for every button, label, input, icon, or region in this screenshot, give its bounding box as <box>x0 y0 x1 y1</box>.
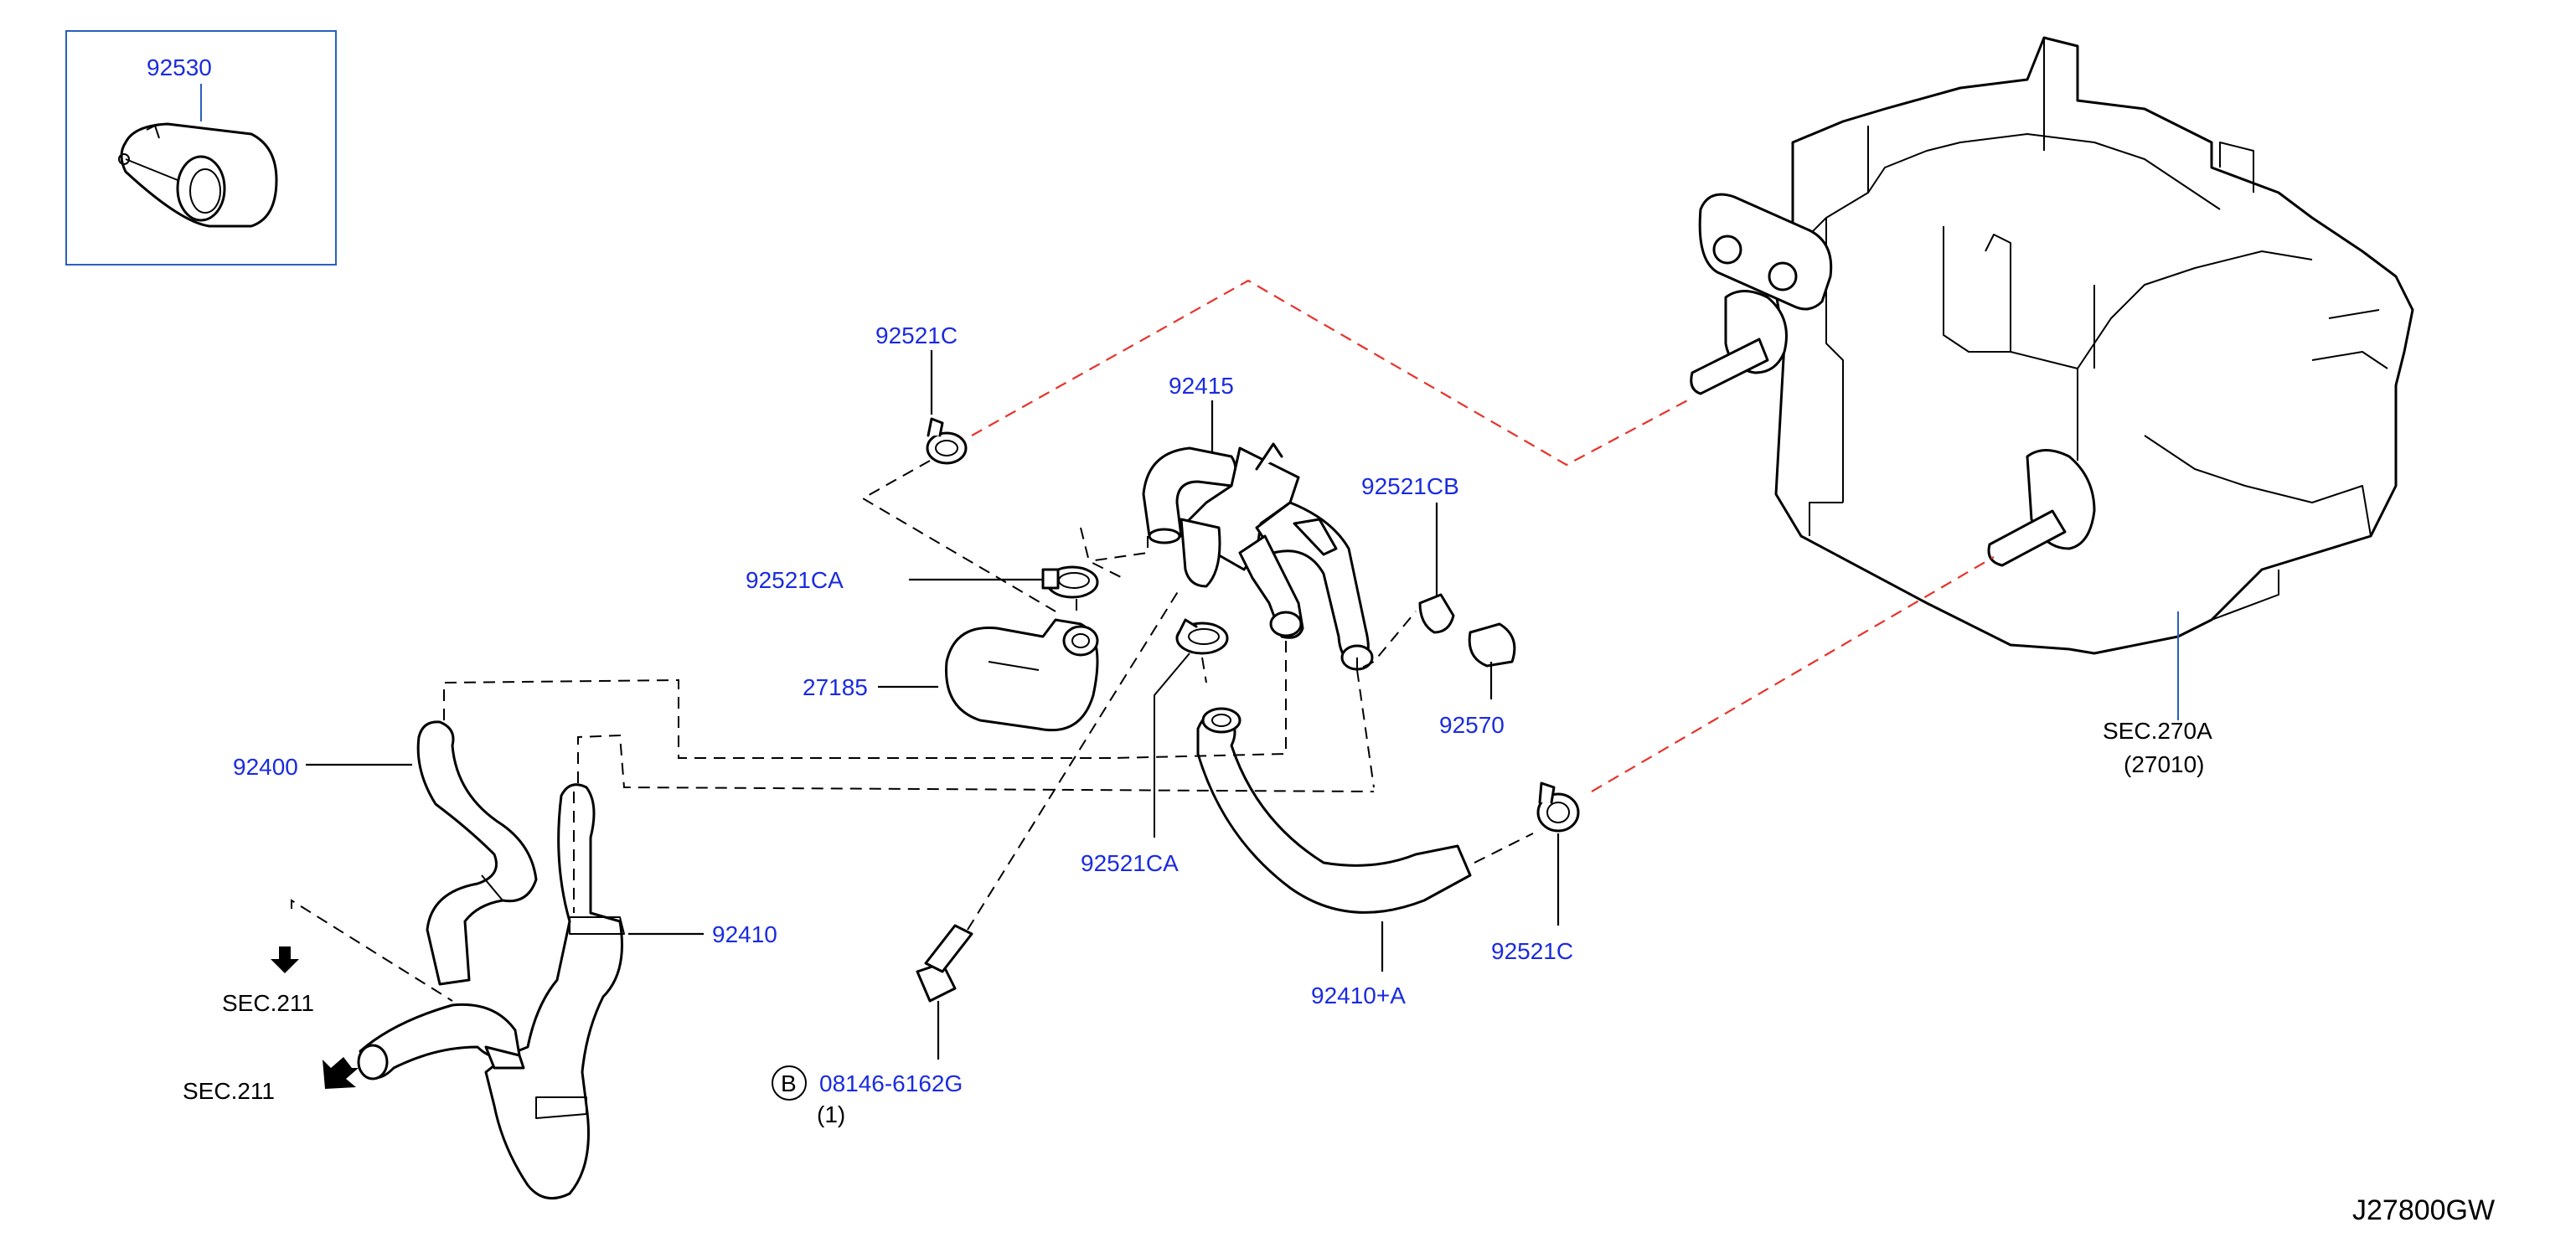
bolt-08146: B 08146-6162G (1) <box>772 585 1182 1127</box>
clip-92521ca-bottom: 92521CA <box>1081 618 1229 876</box>
label-sec-270a: SEC.270A <box>2103 718 2212 744</box>
clip-92521cb: 92521CB <box>1356 473 1459 672</box>
label-92410: 92410 <box>712 921 777 947</box>
plug-92570: 92570 <box>1439 622 1516 738</box>
label-92521ca-bottom: 92521CA <box>1081 850 1179 876</box>
label-92521c-bottom: 92521C <box>1491 938 1573 964</box>
label-sec-211-b: SEC.211 <box>183 1078 275 1104</box>
clip-92521ca-left: 92521CA <box>746 565 1099 616</box>
valve-92415: 92415 <box>1080 373 1374 671</box>
heater-unit: SEC.270A (27010) <box>1690 36 2414 777</box>
sec-211-arrow-left: SEC.211 <box>183 1057 359 1104</box>
label-92410a: 92410+A <box>1311 983 1406 1008</box>
label-08146: 08146-6162G <box>819 1070 963 1096</box>
label-92570: 92570 <box>1439 712 1505 738</box>
label-sec-211-a: SEC.211 <box>222 990 314 1016</box>
label-bolt-code: B <box>781 1070 797 1096</box>
hose-92400: 92400 <box>233 678 1114 1002</box>
label-92521ca-left: 92521CA <box>746 567 844 593</box>
clip-92521c-top: 92521C <box>860 322 1056 612</box>
label-27010: (27010) <box>2124 751 2205 777</box>
hose-92410: 92410 <box>357 734 1375 1200</box>
hose-27185: 27185 <box>803 618 1099 732</box>
sec-211-arrow-down: SEC.211 <box>222 946 314 1016</box>
label-92521cb: 92521CB <box>1361 473 1459 499</box>
label-92521c-top: 92521C <box>875 322 958 348</box>
label-92530: 92530 <box>147 54 212 80</box>
label-27185: 27185 <box>803 674 868 700</box>
label-92400: 92400 <box>233 754 298 780</box>
inset-92530: 92530 <box>65 30 337 266</box>
clip-92521c-bottom: 92521C <box>1474 781 1580 964</box>
red-leaders <box>971 279 1995 792</box>
hose-92410a: 92410+A <box>1113 641 1472 1008</box>
diagram-code: J27800GW <box>2352 1194 2495 1226</box>
clamp-92530-part <box>118 122 278 228</box>
label-bolt-qty: (1) <box>817 1101 845 1127</box>
label-92415: 92415 <box>1169 373 1234 399</box>
